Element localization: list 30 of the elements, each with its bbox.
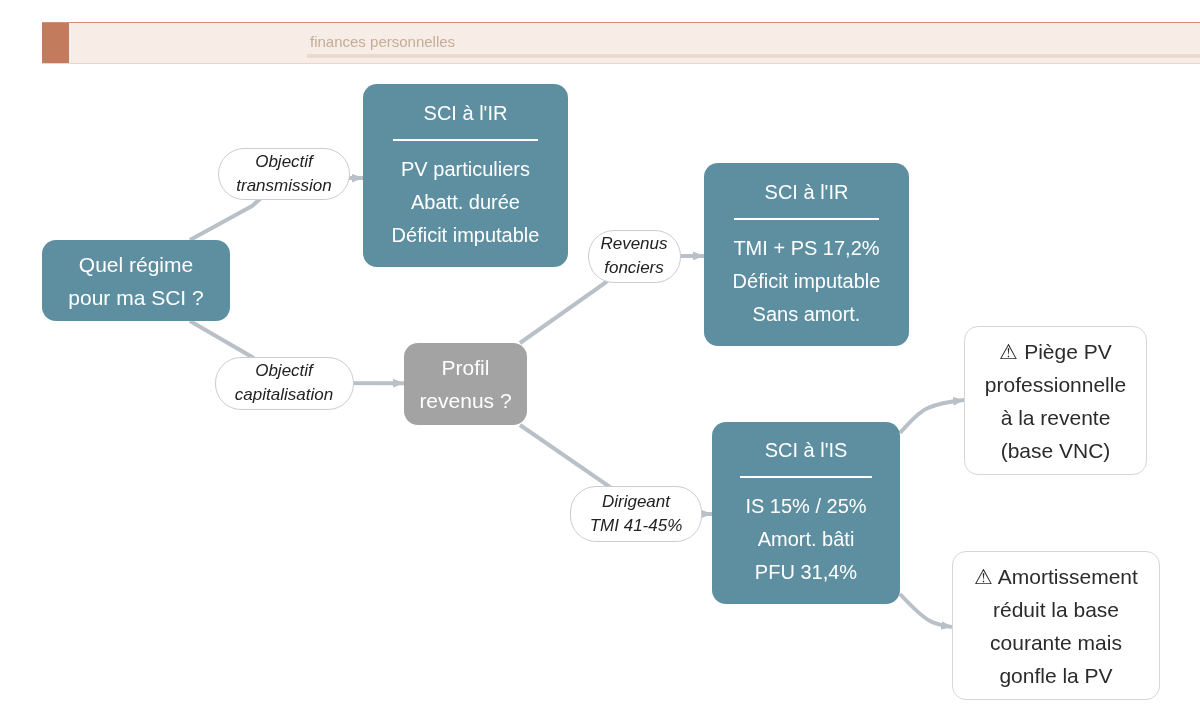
edge-label: Revenus fonciers — [587, 229, 681, 283]
box-text: Quel régime pour ma SCI ? — [67, 251, 205, 311]
edge-label: Objectif transmission — [218, 148, 350, 200]
box-heading: SCI à l'IS — [764, 438, 848, 463]
box-text: Sans amort. — [752, 301, 861, 327]
box-text: PFU 31,4% — [754, 560, 858, 585]
edge-label: Dirigeant TMI 41-45% — [570, 486, 702, 542]
box-text: TMI + PS 17,2% — [733, 235, 880, 261]
box-heading: SCI à l'IR — [423, 100, 508, 126]
box-text: IS 15% / 25% — [745, 494, 867, 519]
arrow — [898, 396, 965, 435]
note-text: ⚠ Piège PV professionnelle à la revente (base VNC) — [983, 338, 1128, 464]
box-text: Profil revenus ? — [418, 355, 513, 414]
box-text: Abatt. durée — [411, 189, 520, 215]
box-text: PV particuliers — [401, 156, 530, 182]
note-text: ⚠ Amortissement réduit la base courante mais gonfle la PV — [973, 563, 1139, 689]
warning-note — [952, 551, 1160, 700]
edge-label: Objectif capitalisation — [214, 356, 354, 410]
tagline: finances personnelles — [310, 33, 456, 51]
decision-box — [404, 343, 527, 425]
box-heading: SCI à l'IR — [764, 179, 849, 205]
arrow — [898, 592, 953, 630]
regime-box — [704, 163, 909, 346]
regime-box — [712, 422, 900, 604]
box-text: Déficit imputable — [732, 268, 881, 294]
question-box — [42, 240, 230, 321]
box-text: Déficit imputable — [391, 222, 540, 248]
warning-note — [964, 326, 1147, 475]
box-text: Amort. bâti — [757, 527, 855, 552]
regime-box — [363, 84, 568, 267]
